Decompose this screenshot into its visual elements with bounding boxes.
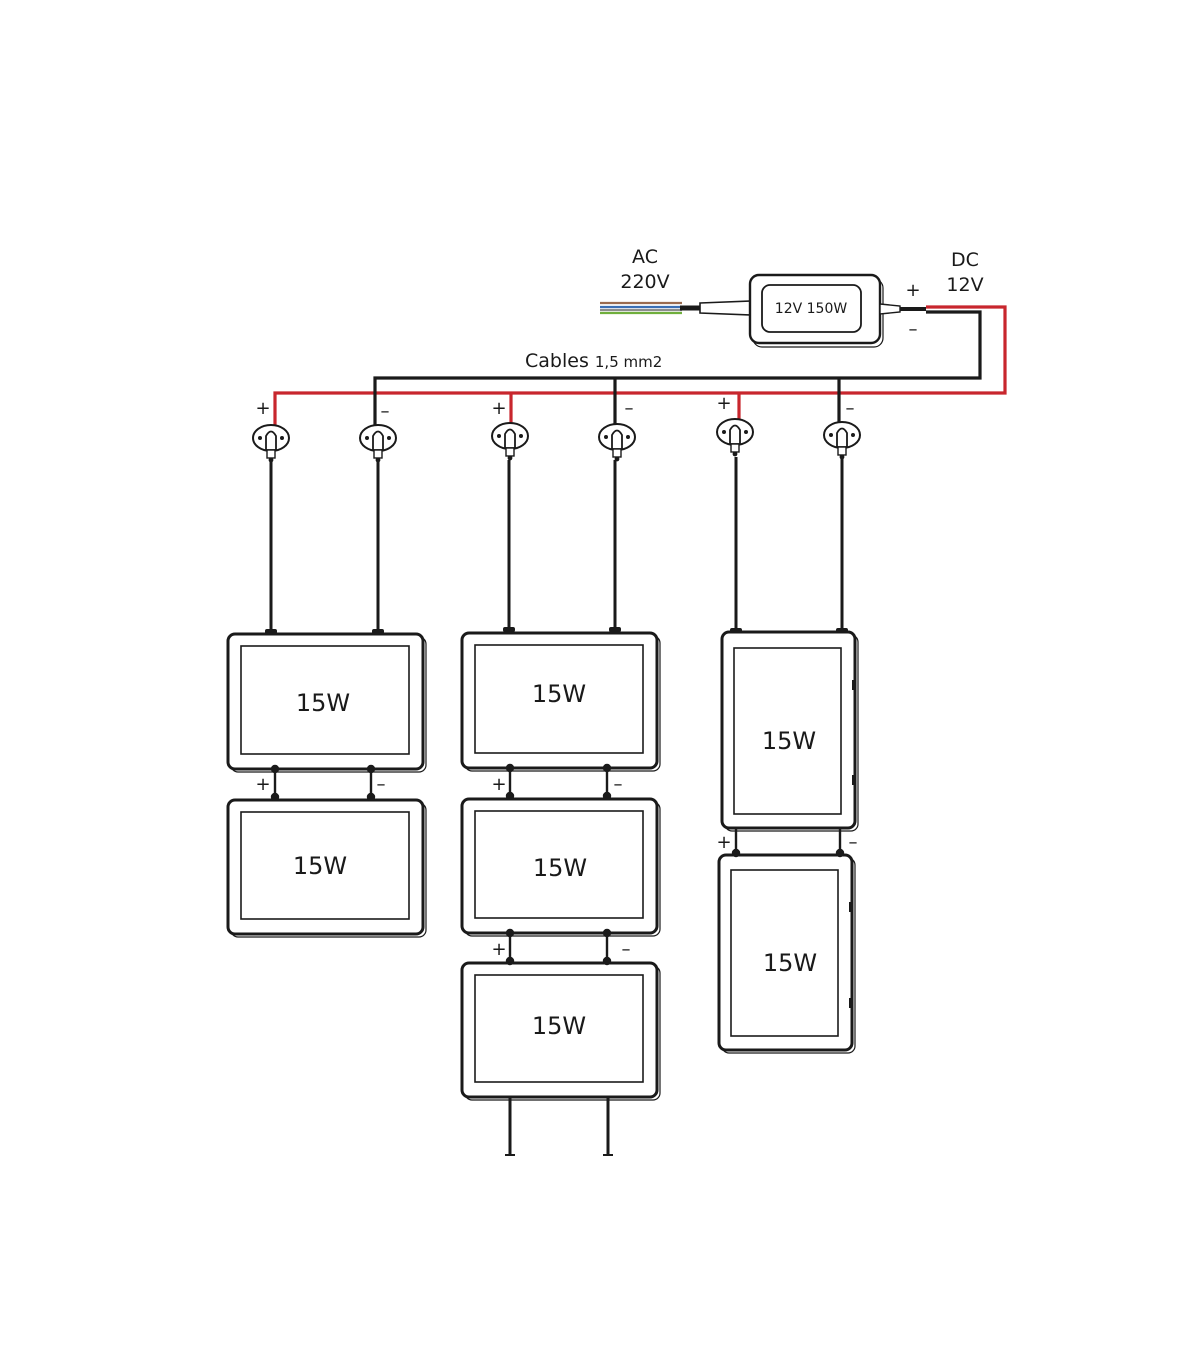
ceiling-terminals: + – + – + –	[252, 393, 861, 463]
power-supply	[748, 273, 926, 348]
cables-label: Cables 1,5 mm2	[525, 350, 662, 372]
panel-5	[460, 961, 661, 1101]
terminal-3-sign: +	[491, 398, 506, 419]
ac-label: AC	[632, 246, 658, 268]
link-4-minus: –	[849, 832, 858, 853]
output-leads	[505, 1097, 613, 1156]
positive-bus-wire	[273, 305, 1007, 425]
dc-plus-sign: +	[905, 280, 920, 301]
ceiling-terminal-5	[716, 418, 754, 457]
terminal-4-sign: –	[625, 398, 634, 419]
ac-input-cable	[600, 300, 753, 316]
panel-links	[270, 763, 845, 966]
negative-bus-wire	[373, 310, 982, 425]
ac-voltage-label: 220V	[620, 271, 669, 293]
ceiling-terminal-4	[598, 423, 636, 462]
dc-voltage-label: 12V	[946, 274, 983, 296]
terminal-2-sign: –	[381, 401, 390, 422]
panel-1	[226, 632, 427, 773]
ceiling-terminal-2	[359, 424, 397, 463]
dc-minus-sign: –	[909, 319, 918, 340]
panel-2-wattage: 15W	[293, 852, 347, 880]
panel-4	[460, 797, 661, 937]
link-3-minus: –	[622, 939, 631, 960]
suspension-cables	[269, 457, 844, 630]
ceiling-terminal-6	[823, 421, 861, 460]
panel-6	[720, 630, 859, 832]
link-1-plus: +	[255, 774, 270, 795]
ceiling-terminal-1	[252, 424, 290, 463]
panel-6-wattage: 15W	[762, 727, 816, 755]
link-3-plus: +	[491, 939, 506, 960]
terminal-1-sign: +	[255, 398, 270, 419]
panel-2	[226, 798, 427, 938]
link-2-minus: –	[614, 774, 623, 795]
panel-4-wattage: 15W	[533, 854, 587, 882]
ceiling-terminal-3	[491, 422, 529, 461]
power-supply-rating: 12V 150W	[775, 301, 848, 317]
panel-5-wattage: 15W	[532, 1012, 586, 1040]
panel-7-wattage: 15W	[763, 949, 817, 977]
terminal-6-sign: –	[846, 398, 855, 419]
panel-1-wattage: 15W	[296, 689, 350, 717]
terminal-5-sign: +	[716, 393, 731, 414]
ac-strain-relief	[699, 300, 753, 316]
link-4-plus: +	[716, 832, 731, 853]
link-2-plus: +	[491, 774, 506, 795]
panel-7	[717, 853, 856, 1054]
panel-3	[460, 631, 661, 772]
dc-label: DC	[951, 249, 979, 271]
link-1-minus: –	[377, 774, 386, 795]
panel-3-wattage: 15W	[532, 680, 586, 708]
